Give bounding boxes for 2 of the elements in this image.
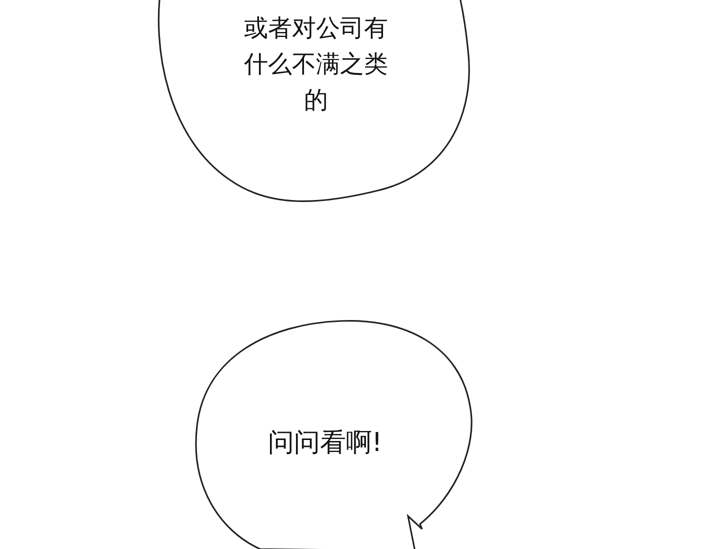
dialogue-text: 或者对公司有什么不满之类的 <box>243 13 389 116</box>
dialogue-text: 问问看啊! <box>266 427 384 460</box>
